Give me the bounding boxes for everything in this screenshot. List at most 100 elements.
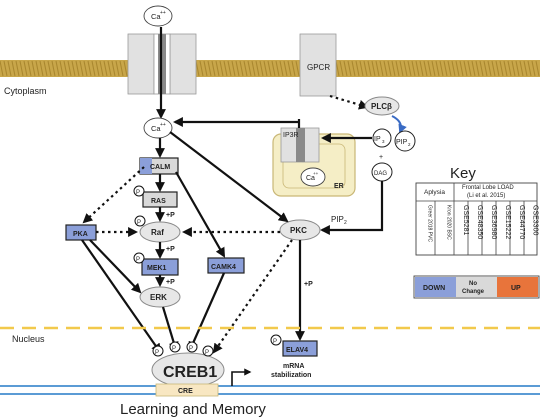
membrane-lipid-stroke bbox=[39, 60, 44, 77]
membrane-lipid-stroke bbox=[383, 60, 388, 77]
membrane-lipid-stroke bbox=[355, 60, 360, 77]
membrane-lipid-stroke bbox=[359, 60, 364, 77]
membrane-lipid-stroke bbox=[351, 60, 356, 77]
nucleus-label: Nucleus bbox=[12, 334, 45, 344]
membrane-lipid-stroke bbox=[263, 60, 268, 77]
membrane-lipid-stroke bbox=[295, 60, 300, 77]
key-group-aplysia: Aplysia bbox=[424, 189, 445, 196]
elav4-phospho-icon bbox=[270, 334, 282, 346]
dag-to-pkc-arrow bbox=[320, 181, 384, 235]
gpcr-label: GPCR bbox=[307, 63, 330, 72]
membrane-lipid-stroke bbox=[115, 60, 120, 77]
pip2-node: PIP 2 bbox=[394, 130, 416, 152]
key-column-label: Kron 2020 BSC bbox=[446, 205, 452, 240]
elav4-label: ELAV4 bbox=[286, 347, 308, 354]
membrane-lipid-stroke bbox=[91, 60, 96, 77]
membrane-lipid-stroke bbox=[11, 60, 16, 77]
membrane-lipid-stroke bbox=[283, 60, 288, 77]
membrane-lipid-stroke bbox=[507, 60, 512, 77]
cre-label: CRE bbox=[178, 388, 193, 395]
membrane-lipid-stroke bbox=[379, 60, 384, 77]
membrane-lipid-stroke bbox=[119, 60, 124, 77]
membrane-lipid-stroke bbox=[503, 60, 508, 77]
membrane-lipid-stroke bbox=[535, 60, 540, 77]
camk4-label: CAMK4 bbox=[211, 264, 236, 271]
creb1-phospho-icon-3 bbox=[186, 341, 198, 353]
elav4-plus-p: +P bbox=[304, 281, 313, 288]
transcription-start-arrow bbox=[231, 368, 252, 386]
key-panel: Key Aplysia Frontal Lobe LOAD (Li et al.… bbox=[413, 165, 540, 299]
membrane-lipid-stroke bbox=[99, 60, 104, 77]
membrane-lipid-stroke bbox=[391, 60, 396, 77]
membrane-lipid-stroke bbox=[255, 60, 260, 77]
svg-text:PLCβ: PLCβ bbox=[371, 102, 392, 111]
svg-text:++: ++ bbox=[160, 10, 166, 16]
membrane-lipid-stroke bbox=[495, 60, 500, 77]
membrane-lipid-stroke bbox=[347, 60, 352, 77]
svg-text:P: P bbox=[172, 346, 176, 352]
membrane-lipid-stroke bbox=[7, 60, 12, 77]
er-label: ER bbox=[334, 183, 344, 190]
stabilization-label: stabilization bbox=[271, 372, 311, 379]
key-group-load-line2: (Li et al. 2015) bbox=[467, 193, 505, 199]
membrane-lipid-stroke bbox=[207, 60, 212, 77]
ca-ion-extracellular: Ca ++ bbox=[143, 5, 173, 27]
membrane-lipid-stroke bbox=[23, 60, 28, 77]
camk4-box bbox=[207, 257, 245, 274]
legend-nochange-line1: No bbox=[469, 281, 477, 287]
membrane-lipid-stroke bbox=[407, 60, 412, 77]
membrane-lipid-stroke bbox=[419, 60, 424, 77]
membrane-lipid-stroke bbox=[275, 60, 280, 77]
ras-phospho-icon bbox=[133, 185, 145, 197]
membrane-lipid-stroke bbox=[427, 60, 432, 77]
pka-to-creb1-arrow bbox=[81, 239, 162, 354]
ca-to-pkc-arrow bbox=[169, 131, 289, 223]
pip2-label: PIP bbox=[331, 215, 344, 224]
membrane-lipid-stroke bbox=[339, 60, 344, 77]
creb1-phospho-icon-1 bbox=[152, 345, 164, 357]
mek1-phospho-icon bbox=[133, 252, 145, 264]
membrane-lipid-stroke bbox=[203, 60, 208, 77]
calm-label: CALM bbox=[150, 164, 170, 171]
membrane-lipid-stroke bbox=[515, 60, 520, 77]
membrane-lipid-stroke bbox=[63, 60, 68, 77]
calm-to-pka-arrow bbox=[82, 166, 145, 224]
membrane-lipid-stroke bbox=[111, 60, 116, 77]
membrane-lipid-stroke bbox=[51, 60, 56, 77]
svg-text:P: P bbox=[137, 220, 141, 226]
membrane-lipid-stroke bbox=[467, 60, 472, 77]
pka-to-erk-arrow bbox=[89, 239, 142, 294]
membrane-lipid-stroke bbox=[443, 60, 448, 77]
erk-node: ERK bbox=[139, 286, 181, 308]
ip3r-label: IP3R bbox=[283, 132, 299, 139]
membrane-lipid-stroke bbox=[239, 60, 244, 77]
membrane-lipid-stroke bbox=[463, 60, 468, 77]
svg-text:Ca: Ca bbox=[151, 12, 161, 21]
membrane-lipid-stroke bbox=[199, 60, 204, 77]
membrane-lipid-stroke bbox=[531, 60, 536, 77]
membrane-lipid-stroke bbox=[27, 60, 32, 77]
membrane-lipid-stroke bbox=[43, 60, 48, 77]
membrane-lipid-stroke bbox=[243, 60, 248, 77]
svg-text:Ca: Ca bbox=[151, 124, 161, 133]
membrane-lipid-stroke bbox=[251, 60, 256, 77]
ca-ion-cytosolic: Ca ++ bbox=[143, 117, 173, 139]
membrane-lipid-stroke bbox=[387, 60, 392, 77]
key-column-label: GSE44770 bbox=[518, 205, 525, 239]
membrane-lipid-stroke bbox=[499, 60, 504, 77]
membrane-lipid-stroke bbox=[487, 60, 492, 77]
membrane-lipid-stroke bbox=[471, 60, 476, 77]
svg-text:P: P bbox=[205, 350, 209, 356]
svg-text:CREB1: CREB1 bbox=[163, 364, 217, 381]
legend-down-swatch bbox=[415, 277, 456, 297]
svg-text:DAG: DAG bbox=[374, 171, 387, 177]
membrane-lipid-stroke bbox=[483, 60, 488, 77]
membrane-lipid-stroke bbox=[459, 60, 464, 77]
membrane-lipid-stroke bbox=[363, 60, 368, 77]
key-column-label: GSE15222 bbox=[504, 205, 511, 239]
gpcr-receptor: GPCR bbox=[299, 33, 337, 97]
membrane-lipid-stroke bbox=[519, 60, 524, 77]
membrane-lipid-stroke bbox=[223, 60, 228, 77]
pkc-to-creb1-arrow bbox=[212, 239, 293, 354]
